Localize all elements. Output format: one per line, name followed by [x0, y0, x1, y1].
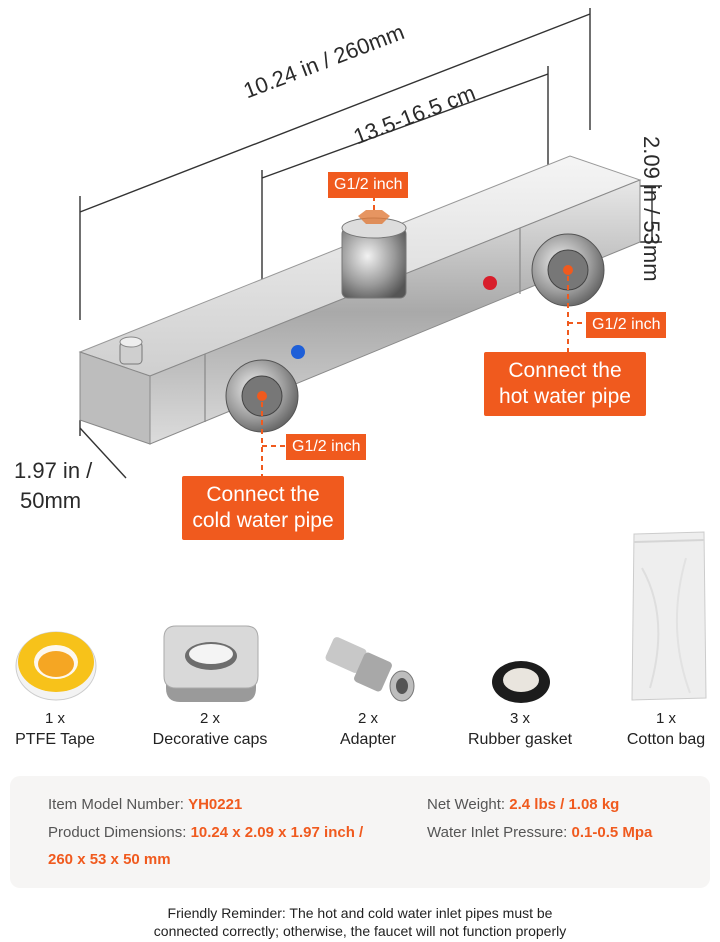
cotton-bag-image [631, 531, 707, 701]
cold-water-callout: Connect the cold water pipe [182, 476, 344, 540]
spec-pressure-label: Water Inlet Pressure: [427, 824, 568, 841]
friendly-reminder: Friendly Reminder: The hot and cold wate… [0, 904, 720, 940]
spec-dimensions-metric: 260 x 53 x 50 mm [48, 851, 171, 868]
accessory-qty: 1 x [44, 710, 65, 727]
accessory-ptfe-tape: 1 x PTFE Tape [0, 710, 125, 749]
accessory-qty: 3 x [509, 710, 530, 727]
spec-pressure: Water Inlet Pressure: 0.1-0.5 Mpa [427, 824, 652, 841]
hot-callout-line2: hot water pipe [499, 385, 631, 408]
spec-weight-label: Net Weight: [427, 796, 506, 813]
hot-water-callout: Connect the hot water pipe [484, 352, 646, 416]
spec-panel [10, 776, 710, 888]
reminder-line2: connected correctly; otherwise, the fauc… [153, 923, 567, 939]
ptfe-tape-image [15, 631, 97, 701]
accessory-name: PTFE Tape [15, 731, 95, 748]
rubber-gasket-image [492, 661, 550, 703]
accessory-qty: 2 x [357, 710, 378, 727]
valve-body [78, 155, 642, 445]
height-label: 2.09 in / 53mm [639, 136, 664, 282]
spec-pressure-value: 0.1-0.5 Mpa [571, 824, 653, 841]
spec-weight: Net Weight: 2.4 lbs / 1.08 kg [427, 796, 619, 813]
cold-callout-line1: Connect the [206, 483, 320, 506]
accessory-name: Cotton bag [626, 731, 706, 748]
accessory-cotton-bag: 1 x Cotton bag [596, 710, 720, 749]
dimension-lines [79, 8, 662, 479]
hot-callout-line1: Connect the [508, 359, 622, 382]
thread-tag-right: G1/2 inch [586, 312, 667, 338]
accessory-rubber-gasket: 3 x Rubber gasket [450, 710, 590, 749]
spec-model-label: Item Model Number: [48, 796, 184, 813]
hot-indicator-dot [483, 276, 497, 290]
spec-model-value: YH0221 [188, 796, 243, 813]
accessory-decorative-caps: 2 x Decorative caps [140, 710, 280, 749]
thread-tag-left: G1/2 inch [286, 434, 367, 460]
spec-dimensions-value-line2: 260 x 53 x 50 mm [48, 851, 171, 868]
accessory-qty: 1 x [655, 710, 676, 727]
depth-label-line2: 50mm [20, 488, 82, 513]
adapter-image [325, 637, 415, 702]
spec-dimensions-value-line1: 10.24 x 2.09 x 1.97 inch / [190, 824, 364, 841]
accessory-qty: 2 x [199, 710, 220, 727]
thread-tag-top: G1/2 inch [328, 172, 409, 198]
product-illustration [78, 8, 662, 479]
spec-weight-value: 2.4 lbs / 1.08 kg [509, 796, 620, 813]
cold-indicator-dot [291, 345, 305, 359]
accessory-name: Rubber gasket [467, 731, 573, 748]
spec-model: Item Model Number: YH0221 [48, 796, 242, 813]
spec-dimensions: Product Dimensions: 10.24 x 2.09 x 1.97 … [48, 824, 363, 841]
accessory-adapter: 2 x Adapter [298, 710, 438, 749]
spec-dimensions-label: Product Dimensions: [48, 824, 187, 841]
accessory-name: Decorative caps [152, 731, 268, 748]
leader-lines [261, 196, 585, 476]
accessory-name: Adapter [339, 731, 397, 748]
reminder-line1: Friendly Reminder: The hot and cold wate… [167, 905, 553, 921]
depth-label-line1: 1.97 in / [14, 458, 93, 483]
decorative-cap-image [163, 625, 259, 702]
cold-callout-line2: cold water pipe [192, 509, 334, 532]
